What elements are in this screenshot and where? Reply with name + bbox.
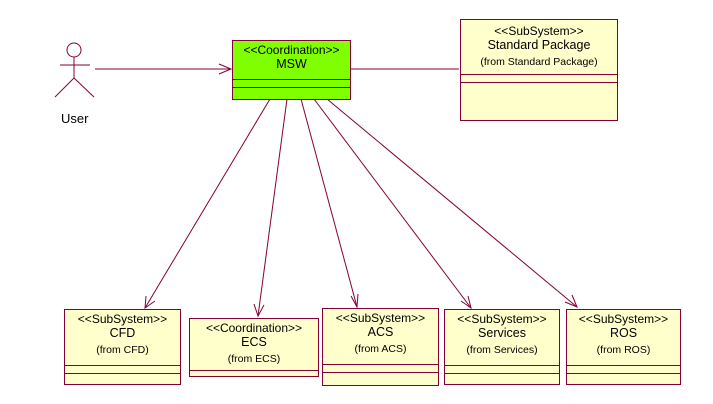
class-name: MSW [276,57,307,71]
attributes-compartment [65,365,180,366]
stereotype-label: <<SubSystem>> [335,311,426,325]
edge-msw-ecs[interactable] [257,98,288,317]
arrowhead-user-msw [218,63,233,75]
operations-compartment [461,82,617,83]
actor-user-figure[interactable] [54,42,95,98]
stereotype-label: <<SubSystem>> [77,312,168,326]
class-name: Standard Package [487,38,591,52]
class-name: ECS [241,335,267,349]
edge-msw-services[interactable] [313,98,472,309]
actor-label: User [61,111,89,126]
package-origin-label: (from ECS) [227,353,281,365]
stereotype-label: <<Coordination>> [205,321,303,335]
operations-compartment [65,373,180,374]
actor-leg-left [54,77,75,98]
attributes-compartment [190,370,318,371]
edge-msw-ros[interactable] [326,98,578,308]
edge-msw-cfd[interactable] [144,98,271,309]
attributes-compartment [567,365,680,366]
operations-compartment [233,87,350,88]
actor-head [66,42,82,58]
edge-msw-acs[interactable] [300,98,358,308]
attributes-compartment [323,364,438,365]
subsystem-standard-package[interactable]: <<SubSystem>> Standard Package (from Sta… [460,19,618,121]
package-origin-label: (from Services) [466,344,538,356]
attributes-compartment [445,365,559,366]
subsystem-cfd[interactable]: <<SubSystem>> CFD (from CFD) [64,309,181,385]
package-origin-label: (from CFD) [96,344,149,356]
arrowhead-msw-services [460,295,472,310]
class-msw[interactable]: <<Coordination>> MSW [232,40,351,100]
attributes-compartment [461,74,617,75]
operations-compartment [567,373,680,374]
coordination-ecs[interactable]: <<Coordination>> ECS (from ECS) [189,318,319,377]
stereotype-label: <<SubSystem>> [578,312,669,326]
subsystem-services[interactable]: <<SubSystem>> Services (from Services) [444,309,560,385]
class-name: Services [478,326,526,340]
stereotype-label: <<SubSystem>> [494,24,584,38]
arrowhead-msw-acs [350,293,359,309]
operations-compartment [323,372,438,373]
subsystem-ros[interactable]: <<SubSystem>> ROS (from ROS) [566,309,681,385]
package-origin-label: (from ROS) [596,344,651,356]
class-name: ACS [367,325,394,339]
package-origin-label: (from Standard Package) [480,56,598,68]
arrowhead-msw-ros [564,294,578,308]
stereotype-label: <<SubSystem>> [457,312,547,326]
attributes-compartment [233,79,350,80]
arrowhead-msw-cfd [144,295,156,310]
package-origin-label: (from ACS) [354,343,407,355]
arrowhead-msw-ecs [253,303,265,318]
operations-compartment [445,373,559,374]
stereotype-label: <<Coordination>> [243,43,340,57]
actor-leg-right [73,77,95,98]
class-name: ROS [609,326,638,340]
class-name: CFD [109,326,136,340]
subsystem-acs[interactable]: <<SubSystem>> ACS (from ACS) [322,308,439,386]
